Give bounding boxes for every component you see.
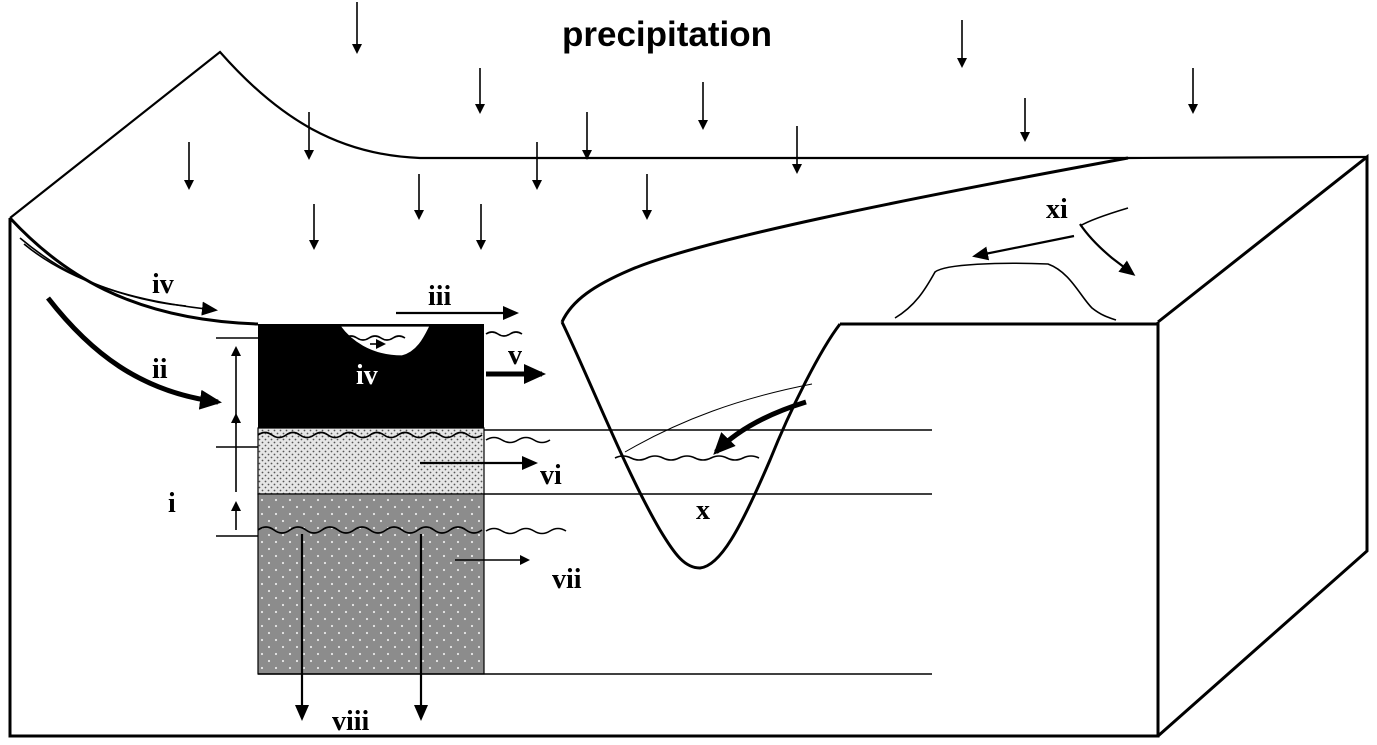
soil-column: [257, 324, 567, 675]
block-outline: [8, 50, 1369, 738]
precipitation-arrows: [184, 2, 1198, 250]
precipitation-title: precipitation: [562, 15, 772, 54]
label-viii: viii: [332, 706, 370, 737]
layer-boundaries: [258, 429, 932, 675]
middle-layer: [257, 427, 485, 495]
label-vii: vii: [552, 564, 582, 595]
label-x: x: [696, 495, 710, 526]
label-ii: ii: [152, 354, 168, 385]
stream-channel: [560, 321, 842, 570]
lower-layer: [257, 493, 485, 675]
flow-arrows: [19, 237, 546, 721]
label-iii: iii: [428, 281, 452, 312]
label-v: v: [508, 340, 522, 371]
hillslope-feature: [894, 207, 1136, 321]
label-iv-overland: iv: [152, 269, 174, 300]
label-iv-pond: iv: [356, 360, 378, 391]
label-xi: xi: [1046, 194, 1068, 225]
label-i: i: [168, 488, 176, 519]
label-vi: vi: [540, 460, 562, 491]
depth-indicator: [216, 337, 258, 537]
